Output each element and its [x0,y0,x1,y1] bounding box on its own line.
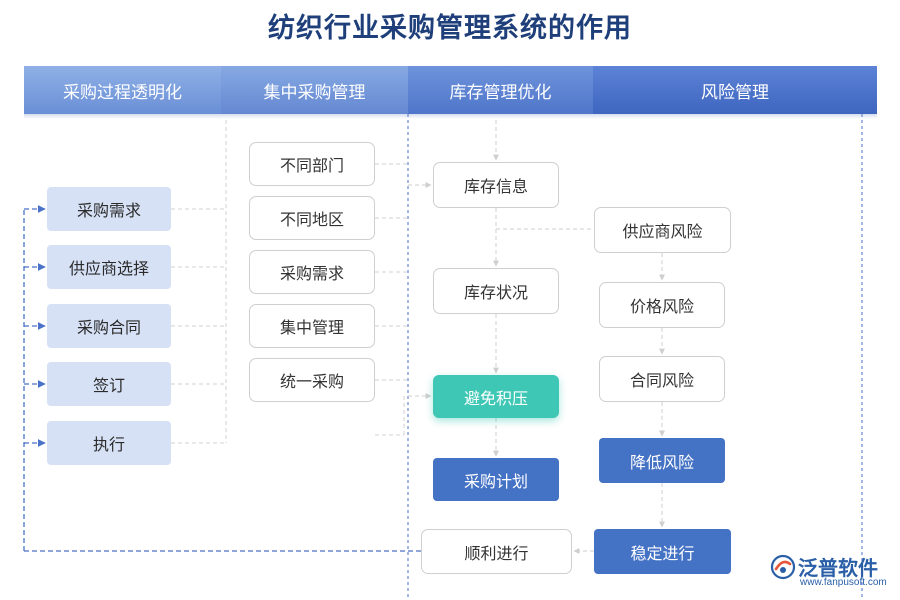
node-stable-progress: 稳定进行 [594,529,731,574]
logo-name: 泛普软件 [798,556,878,580]
node-execute: 执行 [47,421,171,465]
node-procurement-demand: 采购需求 [47,187,171,231]
logo-url: www.fanpusoft.com [800,577,887,588]
header-inventory: 库存管理优化 [408,66,593,119]
header-transparency: 采购过程透明化 [24,66,221,119]
node-different-regions: 不同地区 [249,196,375,240]
brand-logo: 泛普软件 www.fanpusoft.com [770,552,895,592]
node-supplier-risk: 供应商风险 [594,207,731,253]
header-centralized: 集中采购管理 [221,66,408,119]
node-procurement-needs: 采购需求 [249,250,375,294]
logo-icon [770,554,796,580]
node-procurement-contract: 采购合同 [47,304,171,348]
node-smooth-progress: 顺利进行 [421,529,572,574]
node-sign: 签订 [47,362,171,406]
node-unified-procurement: 统一采购 [249,358,375,402]
node-centralized-management: 集中管理 [249,304,375,348]
node-different-departments: 不同部门 [249,142,375,186]
node-price-risk: 价格风险 [599,282,725,328]
node-contract-risk: 合同风险 [599,356,725,402]
node-inventory-info: 库存信息 [433,162,559,208]
node-avoid-overstock: 避免积压 [433,375,559,418]
page-title: 纺织行业采购管理系统的作用 [268,13,632,44]
header-risk: 风险管理 [593,66,877,119]
node-procurement-plan: 采购计划 [433,458,559,501]
node-inventory-status: 库存状况 [433,268,559,314]
node-supplier-selection: 供应商选择 [47,245,171,289]
node-reduce-risk: 降低风险 [599,438,725,483]
